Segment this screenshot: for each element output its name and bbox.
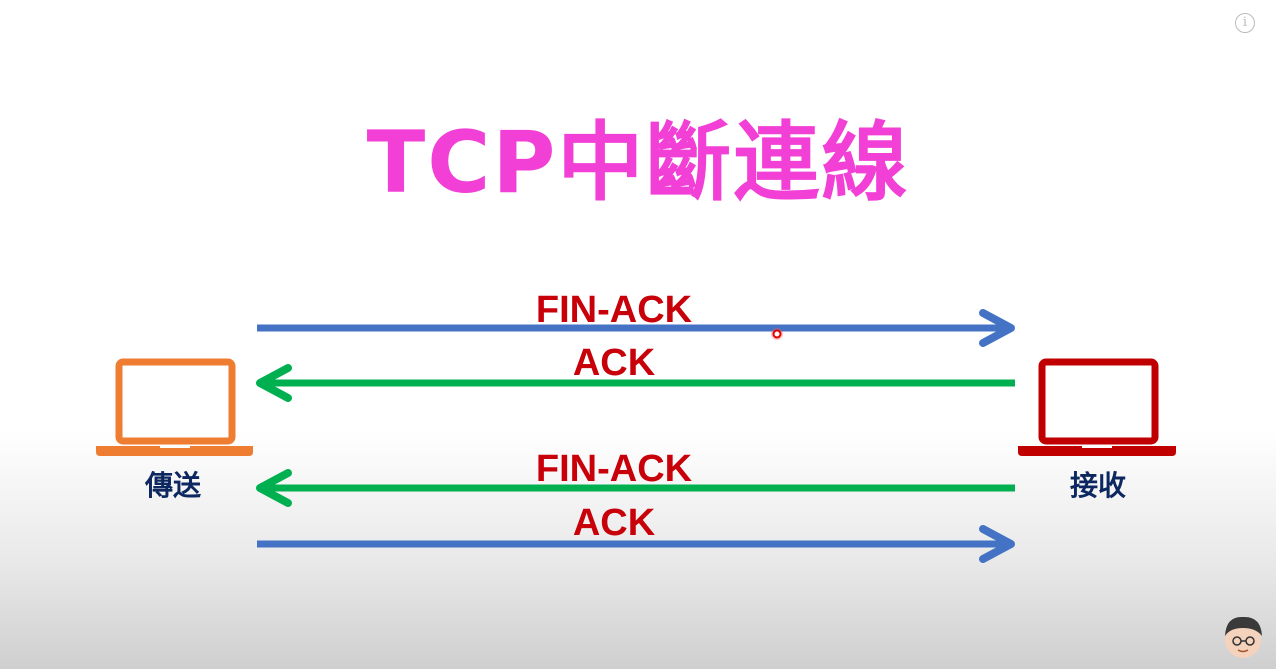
- receiver-label: 接收: [1069, 469, 1126, 502]
- arrow-ack-to-receiver: [257, 525, 1015, 563]
- message-label-fin-ack-2: FIN-ACK: [535, 448, 693, 490]
- receiver-laptop-icon: [1018, 358, 1176, 456]
- arrow-ack-to-sender: [256, 364, 1015, 402]
- arrow-fin-ack-to-receiver: [257, 309, 1015, 347]
- sender-laptop-icon: [96, 358, 253, 456]
- message-label-ack-1: ACK: [572, 342, 656, 384]
- pointer-dot-icon: [771, 328, 783, 340]
- presenter-avatar-icon: [1225, 616, 1262, 658]
- message-label-ack-2: ACK: [572, 502, 656, 544]
- sender-label: 傳送: [144, 469, 201, 502]
- arrow-fin-ack-to-sender: [256, 469, 1015, 507]
- message-label-fin-ack-1: FIN-ACK: [535, 289, 693, 331]
- page-title: TCP中斷連線: [366, 113, 910, 213]
- info-icon[interactable]: i: [1235, 13, 1255, 33]
